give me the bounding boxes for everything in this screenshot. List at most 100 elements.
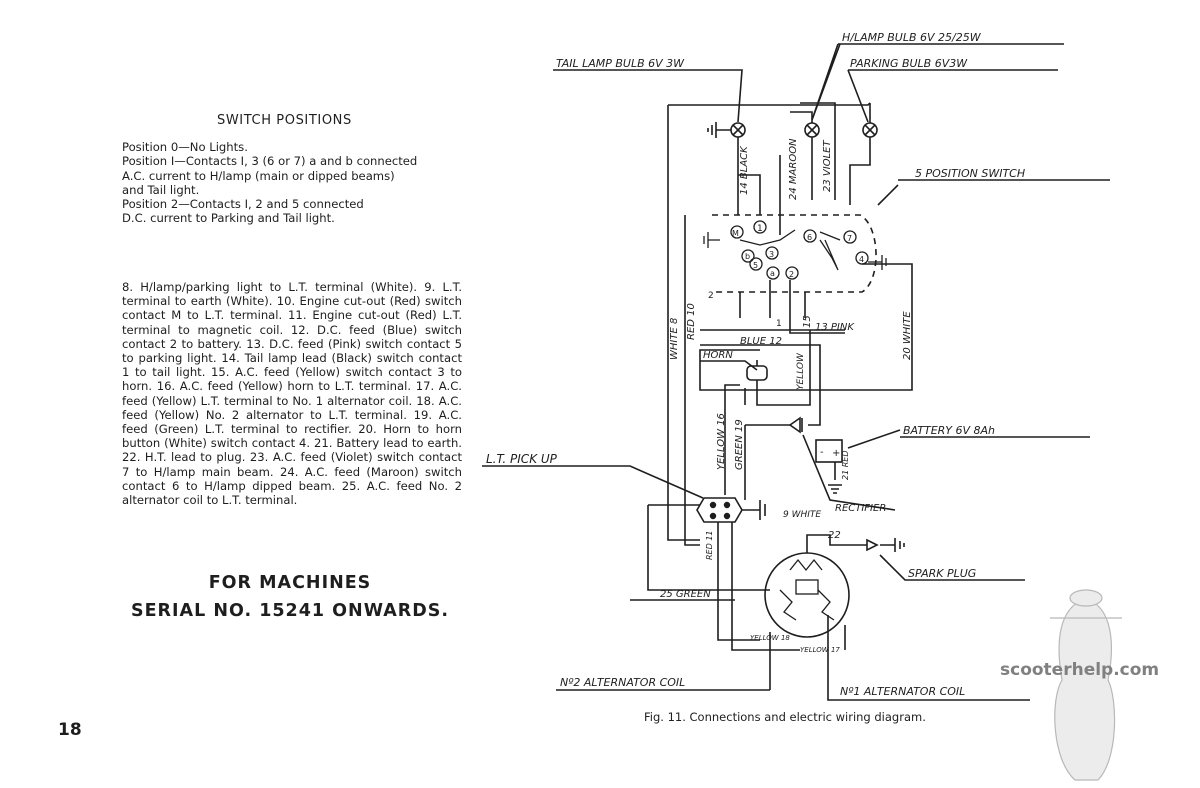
label-22: 22 (828, 530, 841, 541)
label-black-14: 14 BLACK (739, 145, 750, 195)
contact-7-label: 7 (847, 234, 852, 243)
wire-legend: 8. H/lamp/parking light to L.T. terminal… (122, 280, 462, 508)
bulb-wires (737, 102, 871, 215)
contact-M (730, 225, 744, 239)
tail-lamp-bulb-icon (707, 122, 746, 138)
white-20-wire (699, 263, 913, 391)
switch-leader (877, 184, 899, 206)
terminal-pin (709, 501, 717, 509)
parking-leader (847, 69, 1058, 123)
label-violet-23: 23 VIOLET (822, 140, 833, 192)
green-25-wire (647, 504, 770, 591)
label-red-11: RED 11 (705, 531, 714, 561)
label-green-19: GREEN 19 (734, 419, 745, 470)
figure-caption: Fig. 11. Connections and electric wiring… (644, 710, 926, 724)
switch-positions-title: SWITCH POSITIONS (217, 113, 352, 128)
horn-icon (746, 365, 768, 381)
label-horn: HORN (703, 350, 733, 361)
tail-lamp-leader (553, 69, 743, 123)
blue-12-wire (700, 344, 821, 426)
contact-M-label: M (732, 229, 739, 238)
switch-out-wires (739, 280, 845, 334)
label-lt-pickup: L.T. PICK UP (486, 452, 558, 466)
switch-mark-2: 2 (708, 291, 714, 301)
yellow-16-wire (724, 384, 746, 495)
horn-leader (700, 360, 758, 371)
label-15: 15 (802, 315, 813, 328)
switch-mark-1: 1 (776, 319, 782, 329)
battery-icon (815, 439, 843, 463)
alternator-coils-icon (779, 558, 835, 621)
label-parking: PARKING BULB 6V3W (850, 57, 968, 70)
switch-contacts: 1 M 3 2 a 5 b 6 7 4 2 1 (703, 220, 887, 329)
label-tail-lamp: TAIL LAMP BULB 6V 3W (556, 57, 685, 70)
horn-wires (756, 330, 811, 406)
label-alt-2: Nº2 ALTERNATOR COIL (560, 676, 685, 689)
position-line: Position 2—Contacts I, 2 and 5 connected (122, 197, 364, 212)
alternator-coil-wires (769, 625, 846, 690)
headlamp-bulb-icon (804, 122, 820, 138)
label-alt-1: Nº1 ALTERNATOR COIL (840, 685, 965, 698)
page-number: 18 (58, 720, 82, 740)
contact-4-label: 4 (859, 255, 864, 264)
label-white-20: 20 WHITE (902, 311, 913, 360)
battery-minus-icon: - (820, 447, 824, 458)
switch-rotor (739, 229, 841, 271)
contact-3-label: 3 (769, 250, 774, 259)
position-line: Position 0—No Lights. (122, 140, 248, 154)
lt-pickup-leader (482, 465, 704, 499)
contact-6 (803, 229, 817, 243)
contact-b (741, 249, 755, 263)
terminal-pin (709, 512, 717, 520)
position-line: A.C. current to H/lamp (main or dipped b… (122, 168, 395, 183)
position-line: and Tail light. (122, 182, 200, 197)
contact-5 (749, 257, 763, 271)
hlamp-leader (811, 43, 1064, 121)
battery-earth (828, 462, 842, 494)
label-red-10: RED 10 (686, 303, 697, 340)
machines-line-2: SERIAL NO. 15241 ONWARDS. (130, 601, 450, 621)
label-switch: 5 POSITION SWITCH (915, 167, 1025, 180)
parking-bulb-icon (862, 122, 878, 138)
white-8-wire (667, 102, 871, 541)
rectifier-icon (788, 416, 803, 434)
contact-2-label: 2 (789, 270, 794, 279)
battery-leader (847, 429, 1090, 449)
label-red-21: 21 RED (841, 451, 850, 481)
contact-5-label: 5 (753, 261, 758, 270)
terminal-pin (723, 501, 731, 509)
contact-a (766, 266, 780, 280)
switch-outline (712, 214, 877, 293)
watermark-text: scooterhelp.com (1000, 660, 1160, 680)
position-line: Position I—Contacts I, 3 (6 or 7) a and … (122, 154, 418, 169)
label-blue-12: BLUE 12 (740, 336, 782, 347)
label-yellow-horn: YELLOW (796, 352, 806, 390)
contact-1-label: 1 (757, 224, 763, 234)
lt-pickup-terminal (696, 497, 743, 523)
label-maroon-24: 24 MAROON (788, 138, 799, 200)
contact-3 (765, 246, 779, 260)
label-hlamp: H/LAMP BULB 6V 25/25W (842, 31, 982, 44)
position-line: D.C. current to Parking and Tail light. (122, 211, 335, 226)
alternator-feed-wires (717, 522, 800, 651)
spark-plug-icon (866, 538, 905, 552)
spark-plug-leader (879, 554, 1025, 581)
label-pink-13: 13 PINK (815, 322, 855, 333)
label-rectifier: RECTIFIER (835, 503, 886, 514)
contact-b-label: b (745, 252, 750, 261)
label-yellow-16: YELLOW 16 (716, 413, 727, 470)
contact-7 (843, 230, 857, 244)
switch-positions-list: Position 0—No Lights. Position I—Contact… (122, 140, 467, 226)
label-white-8: WHITE 8 (669, 318, 680, 360)
machines-heading: FOR MACHINES SERIAL NO. 15241 ONWARDS. (120, 569, 460, 625)
switch-feed-wires (738, 155, 781, 235)
ht-lead-22 (806, 534, 867, 553)
red-10-wire (684, 215, 700, 546)
text-column: SWITCH POSITIONS Position 0—No Lights. P… (0, 0, 520, 788)
switch-earth-symbol (703, 232, 720, 248)
contact-1 (753, 220, 767, 234)
label-green-25: 25 GREEN (660, 589, 711, 600)
contact-2 (785, 266, 799, 280)
label-yellow-18: YELLOW 18 (750, 634, 790, 642)
